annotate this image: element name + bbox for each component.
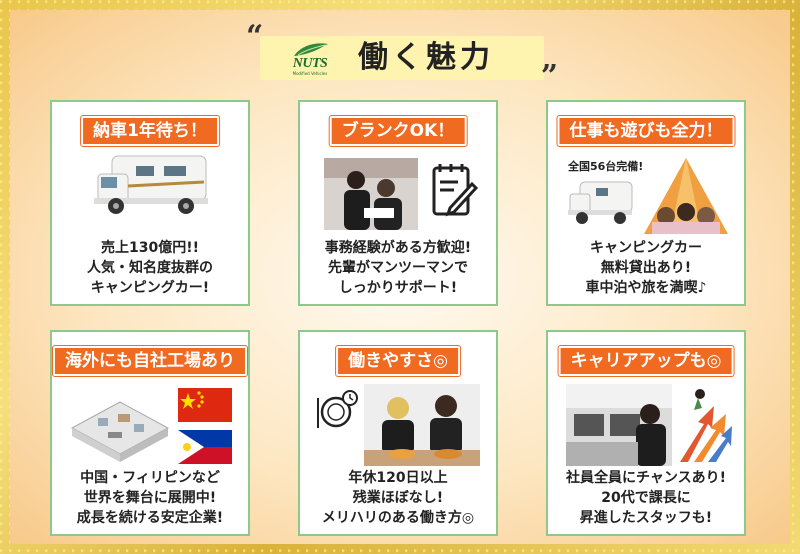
card-blank-ok: ブランクOK！ 事務経験がある方歓迎! 先輩がマンツーマンで しっかりサポート! [298, 100, 498, 306]
card-text: キャンピングカー 無料貸出あり! 車中泊や旅を満喫♪ [548, 238, 744, 298]
card-line: 先輩がマンツーマンで [328, 260, 468, 276]
camper-van-image [568, 181, 633, 224]
card-line: 人気・知名度抜群の [87, 260, 213, 276]
card-label: キャリアアップも◎ [557, 345, 735, 377]
card-line: 社員全員にチャンスあり! [566, 470, 726, 486]
china-flag-icon [178, 388, 232, 422]
card-label: 納車1年待ち！ [80, 115, 220, 147]
card-label: 仕事も遊びも全力！ [556, 115, 736, 147]
card-label: 海外にも自社工場あり [52, 345, 248, 377]
plate-and-clock-icon [317, 390, 358, 428]
growth-arrows-icon [680, 389, 732, 462]
tent-family-image [644, 158, 728, 234]
writing-checklist-icon [432, 164, 478, 217]
card-line: メリハリのある働き方◎ [321, 510, 475, 526]
card-text: 年休120日以上 残業ほぼなし! メリハリのある働き方◎ [300, 468, 496, 528]
leaf-icon [294, 43, 328, 56]
card-line: 成長を続ける安定企業! [76, 510, 224, 526]
card-label: ブランクOK！ [328, 115, 468, 147]
card-line: 残業ほぼなし! [352, 490, 444, 506]
card-label: 働きやすさ◎ [335, 345, 461, 377]
card-line: 無料貸出あり! [600, 260, 692, 276]
card-text: 事務経験がある方歓迎! 先輩がマンツーマンで しっかりサポート! [300, 238, 496, 298]
card-line: 売上130億円!! [101, 240, 199, 256]
page-title: 働く魅力 [358, 40, 494, 75]
philippines-flag-icon [178, 430, 232, 464]
card-line: 20代で課長に [601, 490, 691, 506]
camper-van-image [94, 155, 208, 214]
card-line: 事務経験がある方歓迎! [324, 240, 472, 256]
fleet-badge: 全国56台完備! [568, 160, 644, 173]
office-work-photo [566, 384, 672, 466]
card-work-and-play: 仕事も遊びも全力！ 全国56台完備! キャンピングカー 無料貸出あり! 車中泊や… [546, 100, 746, 306]
card-text: 社員全員にチャンスあり! 20代で課長に 昇進したスタッフも! [548, 468, 744, 528]
quote-open: “ [246, 19, 264, 54]
card-line: しっかりサポート! [338, 280, 458, 296]
card-work-style: 働きやすさ◎ 年休120日以上 残業ほぼなし! メリハリのある働き方◎ [298, 330, 498, 536]
card-career-up: キャリアアップも◎ 社員全員にチャンスあり! 20代で課長に 昇進したスタッフも… [546, 330, 746, 536]
logo-subtext: Modified Vehicles [292, 71, 328, 76]
title-box: NUTS Modified Vehicles 働く魅力 [260, 36, 544, 80]
factory-isometric-image [70, 401, 170, 462]
card-line: 年休120日以上 [348, 470, 448, 486]
card-line: 世界を舞台に展開中! [83, 490, 217, 506]
card-delivery: 納車1年待ち！ 売上130億円!! 人気・知名度抜群の キャンピングカー! [50, 100, 250, 306]
office-staff-photo [324, 158, 418, 230]
card-overseas-factory: 海外にも自社工場あり 中国・フィリピンなど 世界を舞台に展開中! 成長を続ける安… [50, 330, 250, 536]
card-text: 中国・フィリピンなど 世界を舞台に展開中! 成長を続ける安定企業! [52, 468, 248, 528]
card-line: 中国・フィリピンなど [80, 470, 220, 486]
logo-text: NUTS [292, 56, 328, 71]
nuts-logo: NUTS Modified Vehicles [278, 42, 342, 76]
card-text: 売上130億円!! 人気・知名度抜群の キャンピングカー! [52, 238, 248, 298]
card-line: 車中泊や旅を満喫♪ [585, 280, 707, 296]
card-line: キャンピングカー! [90, 280, 210, 296]
card-line: キャンピングカー [590, 240, 702, 256]
staff-lunch-photo [364, 384, 480, 466]
title-area: NUTS Modified Vehicles 働く魅力 “ ” [246, 19, 558, 92]
quote-close: ” [540, 59, 558, 94]
card-line: 昇進したスタッフも! [579, 510, 713, 526]
